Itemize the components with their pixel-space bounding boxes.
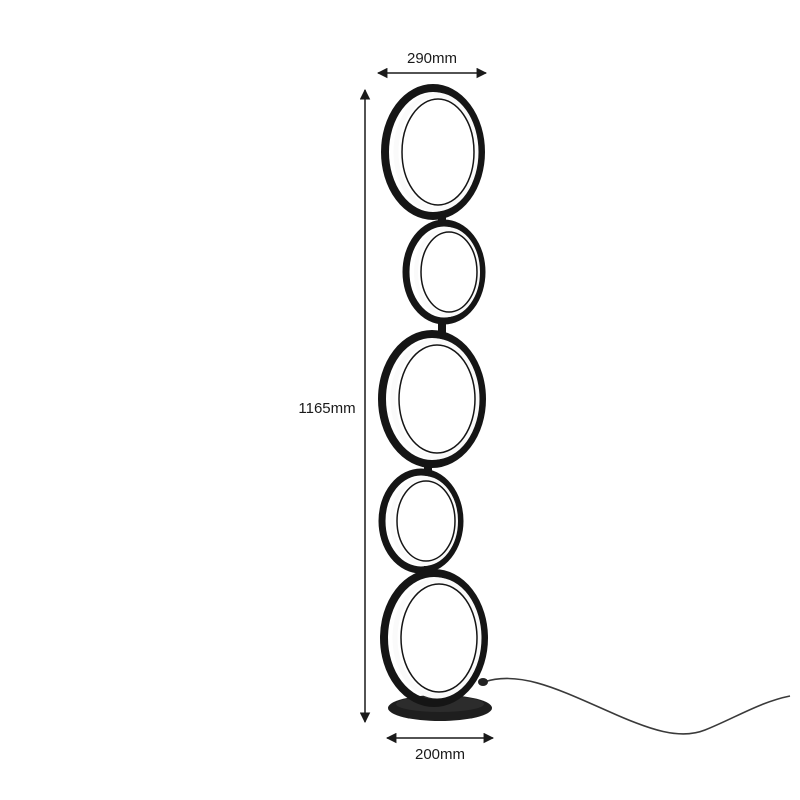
- ring-2-inner-edge: [420, 231, 478, 313]
- ring-1: [381, 84, 485, 220]
- ring-2: [402, 219, 486, 325]
- base-width-label: 200mm: [415, 746, 465, 763]
- cable-plug: [478, 678, 488, 686]
- ring-5-inner-edge: [400, 583, 478, 693]
- ring-4-frame: [378, 468, 464, 574]
- ring-2-led: [414, 227, 480, 317]
- power-cable: [483, 677, 791, 735]
- ring-5: [380, 569, 488, 707]
- ring-5-frame: [380, 569, 488, 707]
- ring-3-inner-edge: [398, 344, 476, 454]
- ring-5-led: [392, 577, 482, 699]
- height-label: 1165mm: [298, 400, 355, 417]
- connector-2: [438, 320, 446, 334]
- ring-1-led: [393, 92, 479, 212]
- ring-4-led: [390, 476, 458, 566]
- ring-3-frame: [378, 330, 486, 468]
- ring-connectors: [424, 214, 446, 576]
- ring-4: [378, 468, 464, 574]
- base-width-dimension: 200mm: [385, 732, 495, 763]
- connector-3: [424, 462, 432, 474]
- height-dimension: 1165mm: [298, 88, 371, 724]
- ring-2-frame: [402, 219, 486, 325]
- top-width-label: 290mm: [407, 50, 457, 67]
- top-width-dimension: 290mm: [376, 50, 488, 79]
- ring-3-led: [390, 338, 480, 460]
- ring-3: [378, 330, 486, 468]
- ring-1-inner-edge: [401, 98, 475, 206]
- ring-1-frame: [381, 84, 485, 220]
- ring-4-inner-edge: [396, 480, 456, 562]
